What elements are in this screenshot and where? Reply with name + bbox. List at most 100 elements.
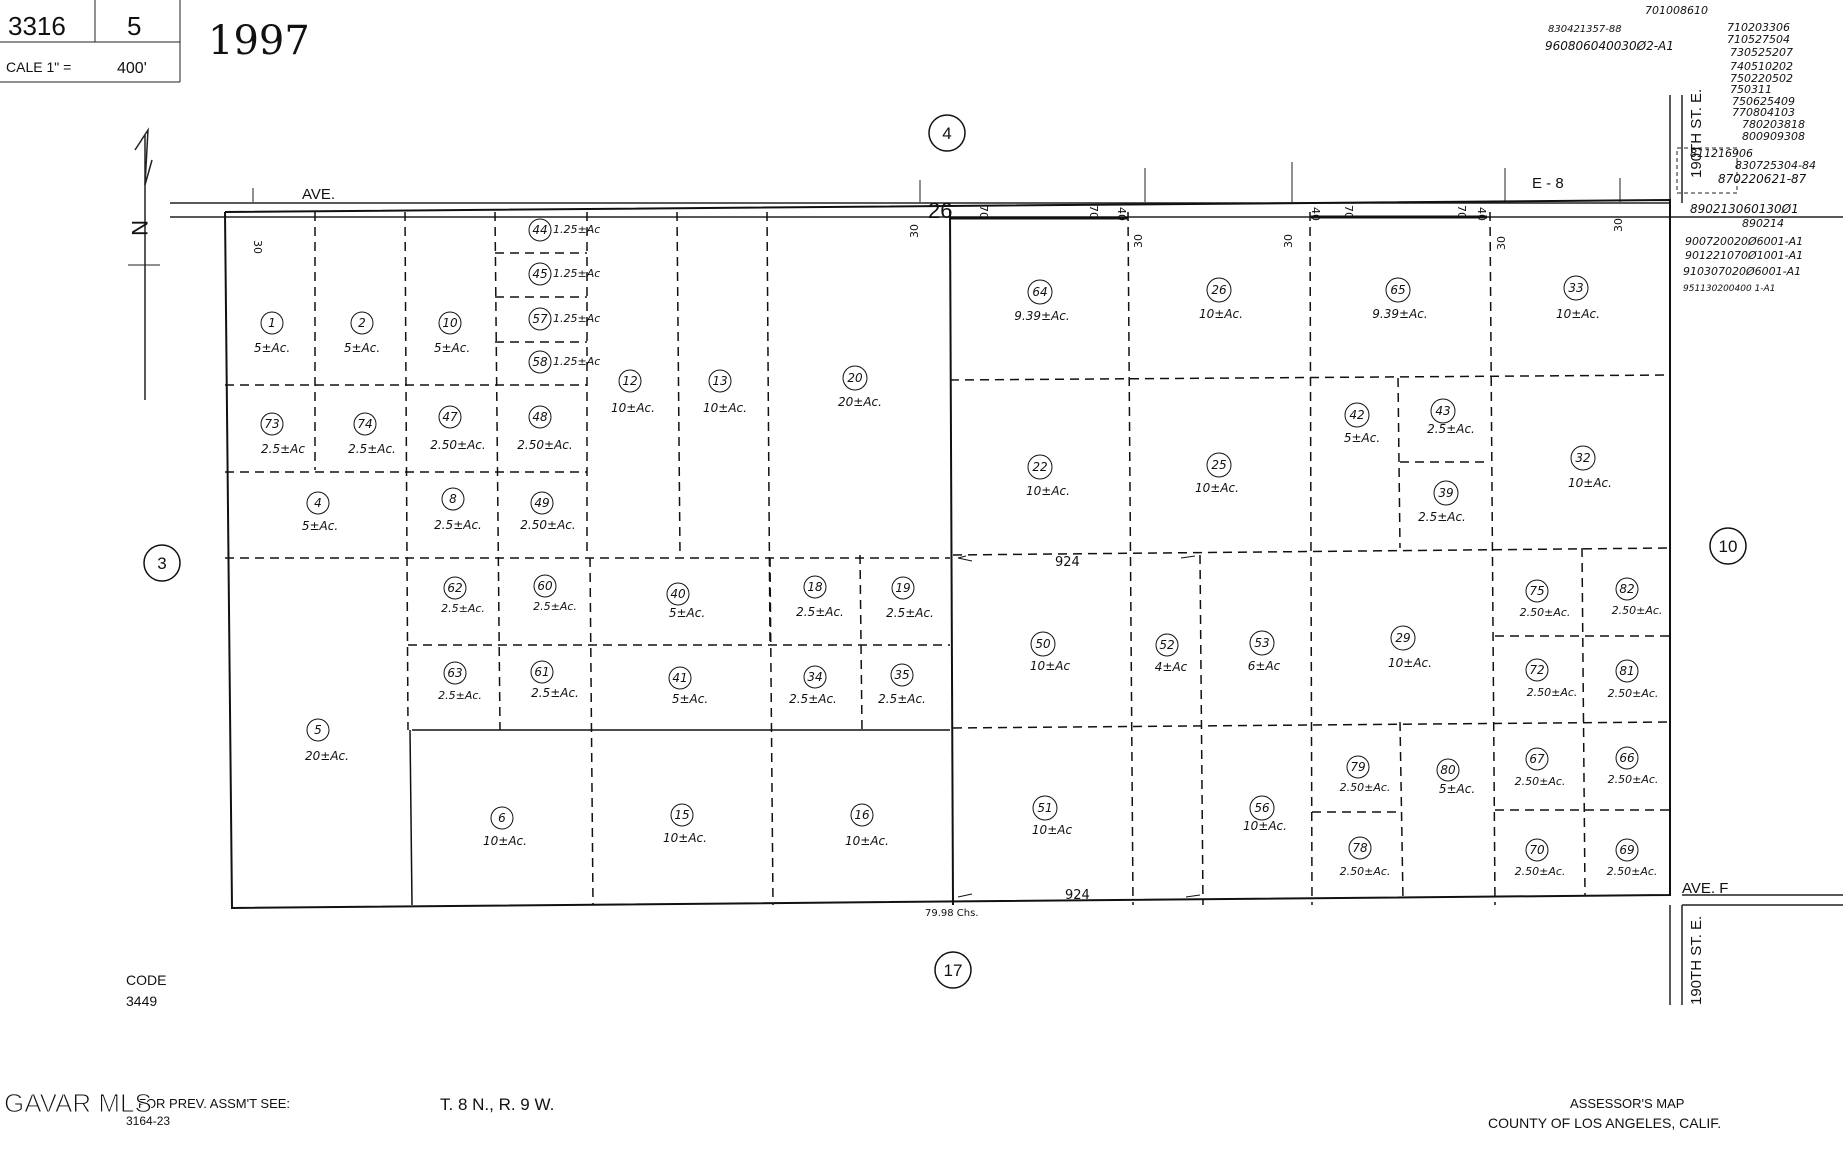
parcel-number: 8	[449, 492, 457, 506]
doc-number: 740510202	[1730, 60, 1793, 73]
township-range: T. 8 N., R. 9 W.	[440, 1095, 554, 1114]
parcel-number: 57	[532, 312, 548, 326]
parcel: 10 5±Ac.	[434, 311, 470, 355]
code-label: CODE	[126, 972, 166, 988]
doc-number: 710527504	[1727, 33, 1790, 46]
parcel: 48 2.50±Ac.	[517, 405, 573, 452]
parcel-number: 44	[532, 223, 547, 237]
parcel-number: 66	[1619, 751, 1635, 765]
doc-number: 830725304-84	[1735, 159, 1816, 172]
doc-number: 901221070Ø1001-A1	[1685, 249, 1803, 262]
parcel-number: 62	[447, 581, 462, 595]
dim-40: 40	[1475, 207, 1488, 221]
parcel-acreage: 10±Ac.	[1026, 484, 1070, 498]
parcel: 602.5±Ac.	[533, 574, 577, 613]
parcel-number: 10	[442, 316, 458, 330]
doc-number: 750625409	[1732, 95, 1795, 108]
parcel-number: 29	[1395, 631, 1410, 645]
parcel-acreage: 20±Ac.	[305, 749, 349, 763]
parcel-acreage: 2.5±Ac	[261, 442, 305, 456]
header-box: 3316 5 CALE 1" = 400' 1997	[0, 0, 310, 83]
parcel-acreage: 1.25±Ac	[553, 267, 600, 280]
parcel-acreage: 1.25±Ac	[553, 223, 600, 236]
parcel: 672.50±Ac.	[1515, 747, 1565, 788]
parcel-acreage: 2.50±Ac.	[1607, 865, 1658, 878]
doc-number: 770804103	[1732, 106, 1795, 119]
dim-30: 30	[1495, 236, 1508, 250]
parcel: 536±Ac	[1248, 630, 1281, 673]
dim-30: 30	[251, 240, 264, 254]
dim-70: 70	[1342, 205, 1355, 219]
parcel-number: 1	[268, 316, 276, 330]
parcel-number: 48	[532, 410, 548, 424]
dim-924-bottom: 924	[1065, 888, 1090, 903]
parcel-acreage: 10±Ac.	[1199, 307, 1243, 321]
parcel-acreage: 2.50±Ac.	[517, 438, 572, 452]
parcel-number: 13	[712, 374, 727, 388]
parcel: 659.39±Ac.	[1372, 277, 1428, 321]
parcel-number: 51	[1037, 801, 1052, 815]
dim-40: 40	[1309, 207, 1322, 221]
doc-number: 750311	[1730, 83, 1772, 96]
parcel: 782.50±Ac.	[1340, 836, 1390, 878]
parcel: 632.5±Ac.	[438, 661, 482, 702]
parcel-number: 18	[807, 580, 823, 594]
parcel-acreage: 10±Ac	[1032, 823, 1073, 837]
parcel-acreage: 2.50±Ac.	[1527, 686, 1578, 699]
parcel-acreage: 10±Ac.	[1243, 819, 1287, 833]
parcel-acreage: 2.50±Ac.	[1340, 781, 1391, 794]
parcel-number: 19	[895, 581, 910, 595]
doc-number: 900720020Ø6001-A1	[1685, 235, 1803, 248]
parcel-lines	[225, 211, 1671, 906]
section-number: 26	[928, 198, 952, 223]
parcel-acreage: 5±Ac.	[434, 341, 470, 355]
parcel-number: 50	[1035, 637, 1051, 651]
parcel-acreage: 9.39±Ac.	[1372, 307, 1427, 321]
parcel-number: 79	[1350, 760, 1365, 774]
north-arrow-icon: N	[127, 127, 160, 400]
parcel-acreage: 2.5±Ac.	[533, 600, 577, 613]
book-number: 3316	[8, 11, 66, 41]
parcel: 352.5±Ac.	[878, 663, 926, 706]
parcel-acreage: 10±Ac.	[703, 401, 747, 415]
parcel-acreage: 10±Ac.	[611, 401, 655, 415]
parcel: 1 5±Ac.	[254, 311, 290, 355]
parcel: 649.39±Ac.	[1014, 279, 1070, 323]
parcel: 57 1.25±Ac	[528, 307, 600, 331]
parcel: 82.5±Ac.	[434, 487, 482, 532]
parcel-number: 45	[532, 267, 547, 281]
doc-number: 870220621-87	[1718, 172, 1807, 186]
parcel: 692.50±Ac.	[1607, 838, 1658, 878]
parcel-number: 67	[1529, 752, 1545, 766]
parcel: 25±Ac.	[344, 311, 380, 355]
street-190th-top: 190TH ST. E.	[1688, 89, 1705, 178]
road-ticks	[252, 162, 1621, 202]
parcel: 822.50±Ac.	[1612, 577, 1662, 617]
doc-number: 780203818	[1742, 118, 1805, 131]
parcel-number: 43	[1435, 404, 1450, 418]
parcel: 44 1.25±Ac	[528, 218, 600, 242]
assessor-map-label: ASSESSOR'S MAP	[1570, 1096, 1684, 1111]
parcel-acreage: 5±Ac.	[254, 341, 290, 355]
parcel: 702.50±Ac.	[1515, 838, 1565, 878]
parcel: 2210±Ac.	[1026, 454, 1070, 498]
parcel-number: 78	[1352, 841, 1368, 855]
parcel-acreage: 4±Ac	[1155, 660, 1188, 674]
parcel-number: 58	[532, 355, 548, 369]
parcel-number: 12	[622, 374, 637, 388]
doc-number: 951130200400 1-A1	[1683, 284, 1775, 294]
dim-70: 70	[1087, 205, 1100, 219]
parcel: 425±Ac.	[1344, 402, 1380, 445]
parcel: 732.5±Ac	[260, 412, 305, 456]
parcel-number: 80	[1440, 763, 1456, 777]
parcel-acreage: 2.50±Ac.	[1608, 773, 1659, 786]
parcel-number: 35	[894, 668, 909, 682]
parcel: 524±Ac	[1155, 633, 1188, 674]
doc-number: 710203306	[1727, 21, 1790, 34]
parcel-acreage: 1.25±Ac	[553, 312, 600, 325]
